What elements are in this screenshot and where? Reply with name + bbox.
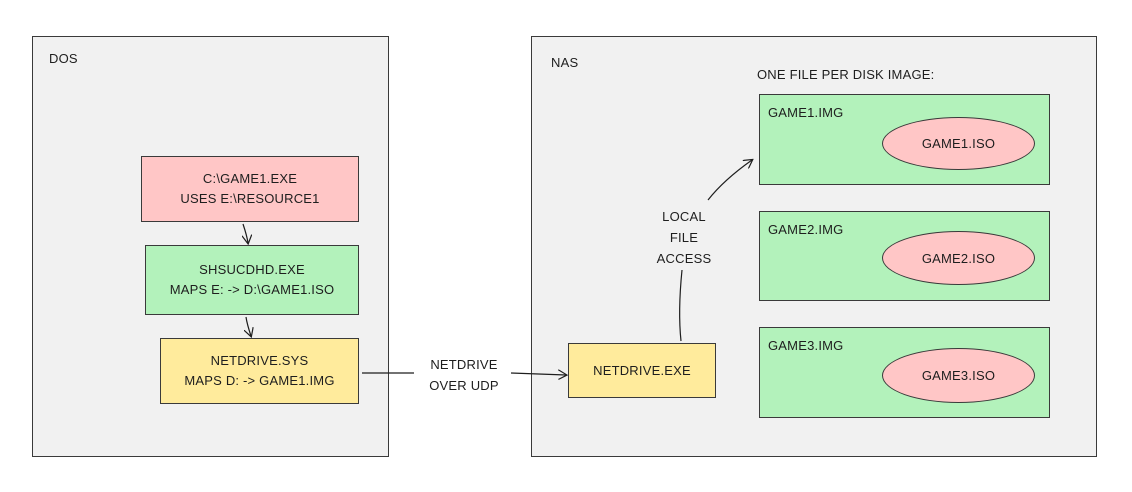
local-access-line1: LOCAL xyxy=(662,209,706,224)
game-exe-line1: C:\GAME1.EXE xyxy=(202,171,298,186)
images-heading: ONE FILE PER DISK IMAGE: xyxy=(757,67,935,82)
game-exe-line2: USES E:\RESOURCE1 xyxy=(180,191,320,206)
netdrive-udp-line1: NETDRIVE xyxy=(430,357,498,372)
image-box-game1[interactable]: GAME1.IMG GAME1.ISO xyxy=(759,94,1050,185)
image-label: GAME3.IMG xyxy=(768,338,844,353)
shsucdhd-line1: SHSUCDHD.EXE xyxy=(199,262,305,277)
dos-region-label: DOS xyxy=(49,51,78,66)
image-box-game2[interactable]: GAME2.IMG GAME2.ISO xyxy=(759,211,1050,301)
arrow-udp-right-segment xyxy=(510,373,566,375)
netdrive-sys-node[interactable]: NETDRIVE.SYS MAPS D: -> GAME1.IMG xyxy=(160,338,359,404)
iso-label: GAME2.ISO xyxy=(921,250,996,266)
image-label: GAME1.IMG xyxy=(768,105,844,120)
shsucdhd-line2: MAPS E: -> D:\GAME1.ISO xyxy=(169,282,335,297)
arrow-shsucdhd-to-netdrive-sys xyxy=(246,316,251,336)
nas-region-label: NAS xyxy=(551,55,579,70)
iso-label: GAME1.ISO xyxy=(921,136,996,151)
netdrive-exe-node[interactable]: NETDRIVE.EXE xyxy=(568,343,716,398)
local-access-label: LOCAL FILE ACCESS xyxy=(644,206,724,269)
arrow-local-access-bottom xyxy=(679,269,683,342)
netdrive-sys-line2: MAPS D: -> GAME1.IMG xyxy=(184,373,335,388)
iso-label: GAME3.ISO xyxy=(921,368,996,383)
local-access-line3: ACCESS xyxy=(656,251,712,266)
game-exe-node[interactable]: C:\GAME1.EXE USES E:\RESOURCE1 xyxy=(141,156,359,222)
arrow-local-access-top xyxy=(707,160,752,201)
iso-ellipse[interactable]: GAME2.ISO xyxy=(882,231,1035,285)
image-label: GAME2.IMG xyxy=(768,222,844,237)
iso-ellipse[interactable]: GAME3.ISO xyxy=(882,348,1035,403)
netdrive-exe-label: NETDRIVE.EXE xyxy=(593,362,691,378)
arrow-game-to-shsucdhd xyxy=(243,223,248,243)
local-access-line2: FILE xyxy=(669,230,699,245)
image-box-game3[interactable]: GAME3.IMG GAME3.ISO xyxy=(759,327,1050,418)
netdrive-udp-line2: OVER UDP xyxy=(429,378,499,393)
shsucdhd-node[interactable]: SHSUCDHD.EXE MAPS E: -> D:\GAME1.ISO xyxy=(145,245,359,315)
netdrive-sys-line1: NETDRIVE.SYS xyxy=(210,353,309,368)
iso-ellipse[interactable]: GAME1.ISO xyxy=(882,117,1035,170)
netdrive-udp-label: NETDRIVE OVER UDP xyxy=(414,354,514,396)
